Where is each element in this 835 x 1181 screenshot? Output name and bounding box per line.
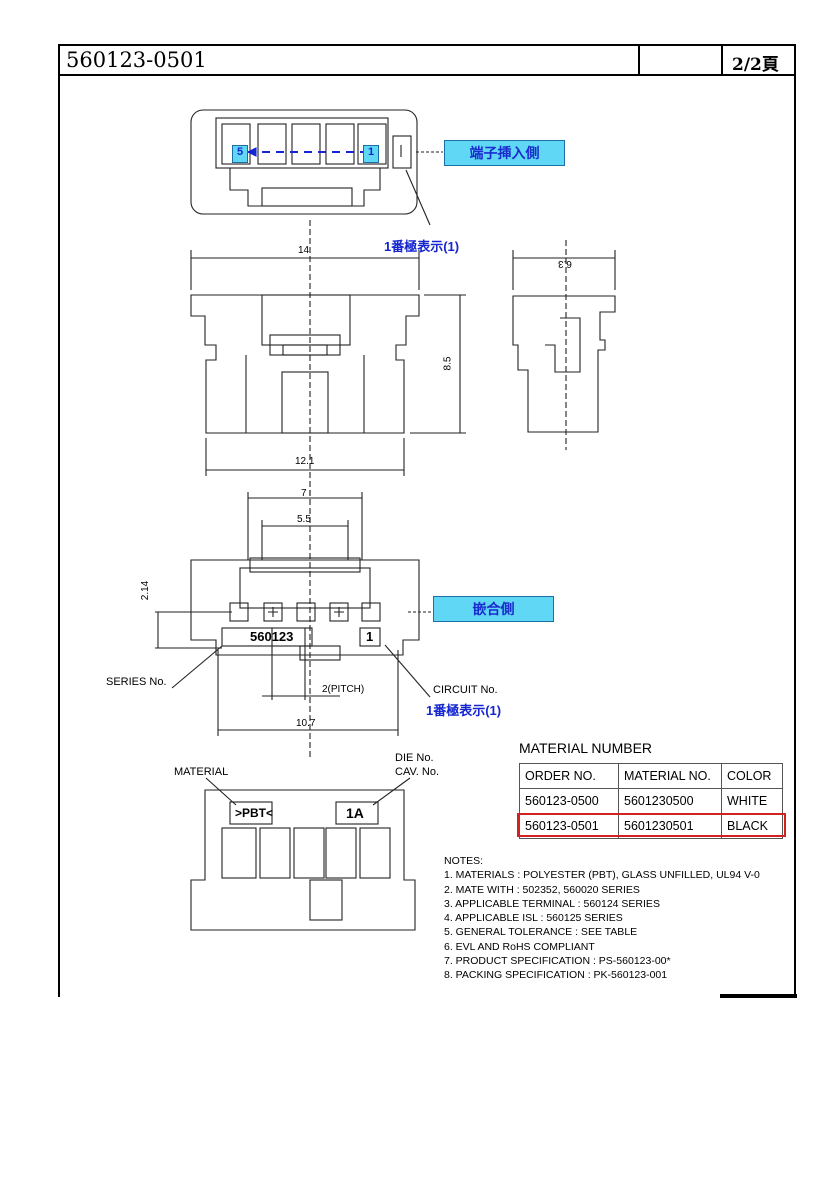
table-header-row: ORDER NO. MATERIAL NO. COLOR — [519, 763, 783, 789]
pin1-mark-top: 1番極表示(1) — [384, 239, 460, 254]
note-item: 4. APPLICABLE ISL : 560125 SERIES — [444, 912, 623, 925]
pin1-mark-bottom: 1番極表示(1) — [426, 703, 502, 718]
bottom-view — [190, 777, 416, 931]
front-view — [190, 220, 466, 500]
table-cell: 560123-0500 — [519, 788, 619, 814]
table-cell: 560123-0501 — [519, 813, 619, 839]
material-mark: >PBT< — [235, 806, 274, 820]
selected-row-highlight — [517, 813, 786, 837]
notes-title: NOTES: — [444, 855, 484, 867]
part-number: 560123-0501 — [66, 48, 207, 72]
cavity-number-right: 1 — [363, 145, 379, 163]
note-item: 1. MATERIALS : POLYESTER (PBT), GLASS UN… — [444, 869, 760, 882]
circuit-number-mark: 1 — [366, 629, 374, 644]
table-row: 560123-0501 5601230501 BLACK — [519, 813, 783, 839]
header-cell: ORDER NO. — [519, 763, 619, 789]
note-item: 2. MATE WITH : 502352, 560020 SERIES — [444, 883, 640, 896]
title-divider — [638, 46, 640, 74]
callout-insert-side: 端子挿入側 — [444, 140, 565, 166]
header-cell: MATERIAL NO. — [618, 763, 722, 789]
material-label: MATERIAL — [174, 766, 229, 778]
side-view — [512, 240, 616, 450]
page-number: 2/2頁 — [732, 55, 779, 75]
table-cell: 5601230500 — [618, 788, 722, 814]
cavity-mark: 1A — [346, 805, 364, 821]
note-item: 7. PRODUCT SPECIFICATION : PS-560123-00* — [444, 955, 671, 968]
dim-6-3: 6.3 — [558, 258, 572, 269]
note-item: 6. EVL AND RoHS COMPLIANT — [444, 940, 595, 953]
note-item: 8. PACKING SPECIFICATION : PK-560123-001 — [444, 969, 668, 982]
cavity-number-left: 5 — [232, 145, 248, 163]
dim-pitch: 2(PITCH) — [322, 684, 365, 695]
dim-12-1: 12.1 — [295, 456, 315, 467]
series-no-label: SERIES No. — [106, 676, 167, 688]
callout-mating-side: 嵌合側 — [433, 596, 554, 622]
header-cell: COLOR — [721, 763, 783, 789]
title-block: 560123-0501 2/2頁 — [58, 44, 796, 76]
table-cell: 5601230501 — [618, 813, 722, 839]
dim-5-5: 5.5 — [297, 514, 311, 525]
material-table: ORDER NO. MATERIAL NO. COLOR 560123-0500… — [519, 763, 783, 839]
notes-block: NOTES: 1. MATERIALS : POLYESTER (PBT), G… — [444, 854, 760, 983]
note-item: 5. GENERAL TOLERANCE : SEE TABLE — [444, 926, 638, 939]
top-view — [190, 109, 443, 226]
material-number-title: MATERIAL NUMBER — [519, 740, 653, 756]
series-number-mark: 560123 — [250, 629, 294, 644]
dim-8-5: 8.5 — [442, 356, 454, 371]
note-item: 3. APPLICABLE TERMINAL : 560124 SERIES — [444, 897, 660, 910]
dim-7: 7 — [301, 488, 307, 499]
circuit-no-label: CIRCUIT No. — [433, 684, 498, 696]
table-cell: WHITE — [721, 788, 783, 814]
cav-no-label: CAV. No. — [395, 766, 440, 778]
table-row: 560123-0500 5601230500 WHITE — [519, 788, 783, 814]
dim-10-7: 10.7 — [296, 718, 316, 729]
die-no-label: DIE No. — [395, 752, 434, 764]
title-divider — [721, 46, 723, 74]
dim-14: 14 — [298, 245, 310, 256]
bottom-bar — [720, 994, 797, 998]
dim-2-14: 2.14 — [140, 580, 152, 601]
mating-face-view — [155, 490, 432, 760]
